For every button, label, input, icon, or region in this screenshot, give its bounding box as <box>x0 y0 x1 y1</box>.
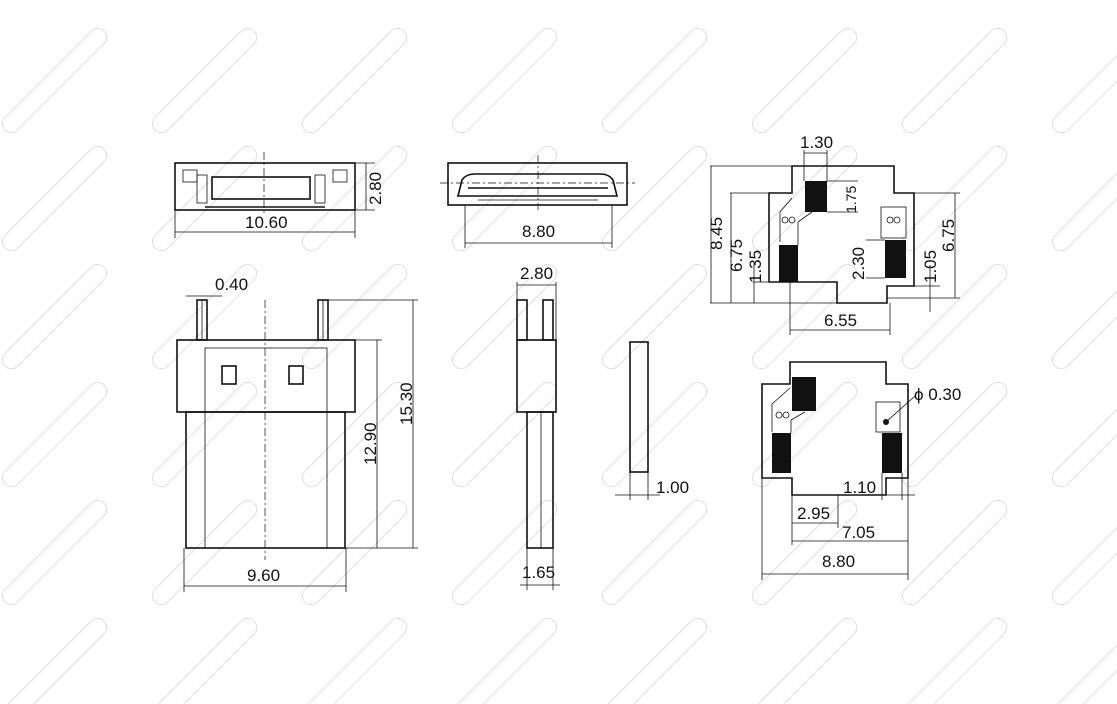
watermark-mark <box>601 27 708 134</box>
dim-top-width: 2.80 <box>520 264 553 283</box>
watermark-mark <box>751 263 858 370</box>
watermark-mark <box>751 381 858 488</box>
watermark-mark <box>151 381 258 488</box>
watermark-mark <box>451 617 558 704</box>
via-icon <box>775 411 790 419</box>
dim-body-height-left: 6.75 <box>727 239 746 272</box>
dim-pad-width: 1.10 <box>843 478 876 497</box>
via-icon <box>781 216 796 224</box>
view-side-front: 0.40 12.90 15.30 9.60 <box>176 275 418 592</box>
watermark-mark <box>601 617 708 704</box>
watermark-mark <box>1 617 108 704</box>
watermark-mark <box>901 499 1008 606</box>
watermark-mark <box>1 381 108 488</box>
dim-overall-height: 8.45 <box>707 217 726 250</box>
watermark-mark <box>1 263 108 370</box>
watermark-mark <box>301 145 408 252</box>
watermark-mark <box>1051 617 1117 704</box>
dim-front-height: 2.80 <box>366 172 385 205</box>
watermark-mark <box>151 263 258 370</box>
dim-bottom-width: 6.55 <box>824 311 857 330</box>
dim-pad-height-right: 2.30 <box>849 247 868 280</box>
watermark-mark <box>301 27 408 134</box>
watermark-mark <box>451 263 558 370</box>
watermark-mark <box>1 145 108 252</box>
watermark-mark <box>451 27 558 134</box>
watermark-layer <box>1 27 1117 704</box>
dim-pad-height-top: 1.75 <box>843 186 859 213</box>
dim-front-width: 10.60 <box>245 213 288 232</box>
view-front-mating: 8.80 <box>440 155 635 248</box>
watermark-mark <box>151 27 258 134</box>
watermark-mark <box>751 617 858 704</box>
watermark-mark <box>901 263 1008 370</box>
dim-mating-width: 8.80 <box>522 222 555 241</box>
view-footprint-top: 1.30 8.45 6.75 1.35 1.75 2.30 1.05 6.75 … <box>707 133 960 335</box>
watermark-mark <box>301 381 408 488</box>
watermark-mark <box>151 617 258 704</box>
watermark-mark <box>751 499 858 606</box>
dim-overall-width: 8.80 <box>822 552 855 571</box>
dim-pad-width: 1.30 <box>800 133 833 152</box>
dim-offset: 2.95 <box>797 504 830 523</box>
view-front-top: 10.60 2.80 <box>174 152 385 238</box>
dim-pin-width: 0.40 <box>215 275 248 294</box>
dim-hole-diameter: ϕ 0.30 <box>914 385 961 404</box>
watermark-mark <box>601 381 708 488</box>
view-footprint-bottom: ϕ 0.30 1.10 2.95 7.05 8.80 <box>761 361 961 580</box>
dim-body-height-right: 6.75 <box>939 219 958 252</box>
watermark-mark <box>301 499 408 606</box>
watermark-mark <box>1051 499 1117 606</box>
watermark-mark <box>901 617 1008 704</box>
watermark-mark <box>601 145 708 252</box>
watermark-mark <box>601 499 708 606</box>
watermark-mark <box>451 381 558 488</box>
dim-body-height: 12.90 <box>361 422 380 465</box>
dim-bottom-width: 1.65 <box>522 563 555 582</box>
watermark-mark <box>1051 27 1117 134</box>
watermark-mark <box>1 499 108 606</box>
watermark-mark <box>751 27 858 134</box>
watermark-mark <box>601 263 708 370</box>
dim-inner-width: 7.05 <box>842 523 875 542</box>
watermark-mark <box>1051 381 1117 488</box>
dim-thickness: 1.00 <box>656 478 689 497</box>
dim-overall-height: 15.30 <box>397 382 416 425</box>
watermark-mark <box>151 499 258 606</box>
view-thin-side: 1.00 <box>615 341 689 500</box>
dim-pad-offset-left: 1.35 <box>746 250 765 283</box>
watermark-mark <box>1051 263 1117 370</box>
view-side-profile: 2.80 1.65 <box>516 264 560 590</box>
watermark-mark <box>1 27 108 134</box>
watermark-mark <box>1051 145 1117 252</box>
watermark-mark <box>301 263 408 370</box>
via-icon <box>886 216 901 224</box>
watermark-mark <box>301 617 408 704</box>
watermark-mark <box>901 381 1008 488</box>
watermark-mark <box>901 27 1008 134</box>
dim-pad-offset-right: 1.05 <box>921 250 940 283</box>
watermark-mark <box>151 145 258 252</box>
dim-width: 9.60 <box>247 566 280 585</box>
watermark-mark <box>451 499 558 606</box>
